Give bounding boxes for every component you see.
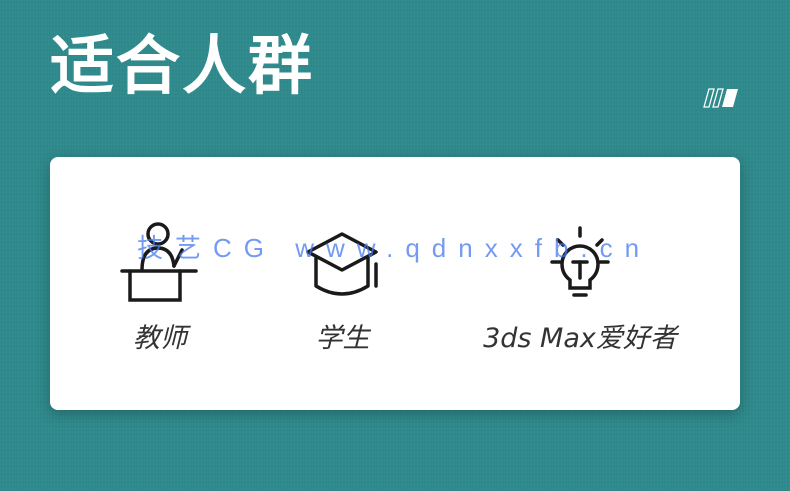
- teacher-icon: [120, 222, 198, 302]
- page-title: 适合人群: [50, 30, 314, 104]
- audience-item-3dsmax-fan: 3ds Max爱好者: [470, 222, 690, 355]
- audience-label: 3ds Max爱好者: [483, 323, 677, 354]
- lightbulb-icon: [550, 226, 610, 297]
- audience-label: 学生: [315, 323, 370, 354]
- audience-card: 教师 学生 3ds Max爱好者: [50, 157, 740, 410]
- audience-item-teacher: 教师: [120, 222, 200, 355]
- audience-label: 教师: [133, 323, 187, 354]
- stripes-decoration-icon: [703, 88, 738, 108]
- graduation-cap-icon: [306, 232, 378, 296]
- audience-item-student: 学生: [300, 222, 385, 355]
